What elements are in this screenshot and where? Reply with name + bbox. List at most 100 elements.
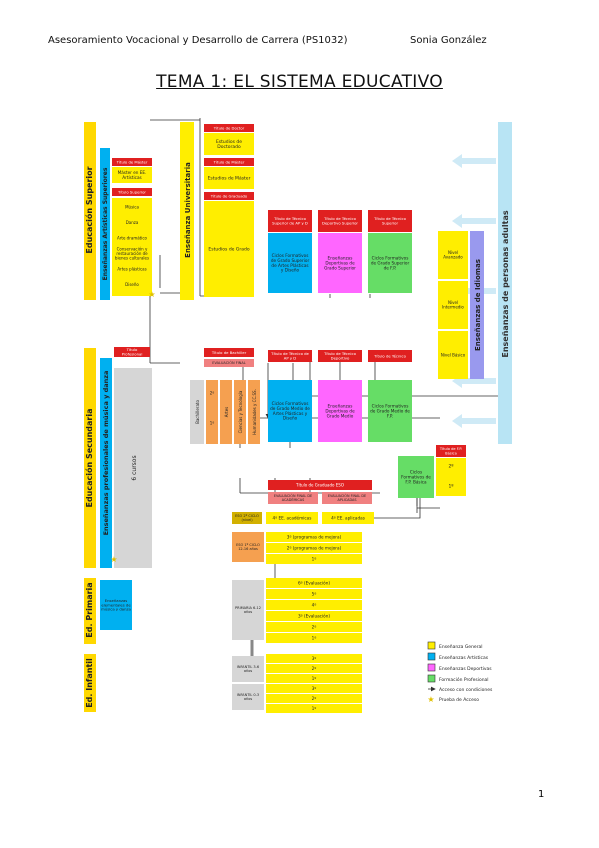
tm-deportivo-box [318,350,362,362]
stage-label-secundaria: Educación Secundaria [84,408,94,507]
inf1-curso-1-box [266,694,362,703]
titulo-profesional-box [114,347,150,357]
legend-label-0: Enseñanza General [439,644,483,650]
adults-arrow [452,214,496,228]
titulo-fpb-box [436,445,466,457]
bach-mod-0: Bachillerato [195,400,200,424]
titulo-bachiller-text: Título de Bachiller [211,350,247,355]
inf1-curso-0-text: 3º [312,686,317,691]
prim-curso-4-box [266,622,362,632]
titulo-fpb-text: Título de F.P.Básica [439,447,462,455]
prof-musica-label: Enseñanzas profesionales de música y dan… [102,371,110,536]
bach-curso-1: 1º [210,420,215,425]
fpb-curso-2: 2º [449,464,454,470]
eso-side-box [232,512,262,524]
prim-curso-3-box [266,611,362,621]
master-art-box [112,167,152,183]
tm-fp-box [368,350,412,362]
adults-arrow [452,374,496,388]
legend-label-3: Formación Profesional [439,676,489,683]
prim-curso-5-box [266,633,362,643]
bach-cursos [206,380,218,444]
lang-intermedio-box [438,281,468,329]
legend-swatch-2 [427,663,436,672]
header-author: Sonia González [410,35,487,46]
legend-prueba: Prueba de Acceso [439,697,479,703]
inf-segundo-box [232,656,264,682]
adults-bar [498,122,512,444]
prim-curso-4-text: 2º [312,624,317,629]
titulo-graduado-box [204,192,254,200]
artisticas-bar [100,148,110,300]
master-box [204,167,254,189]
prim-curso-3-text: 3º (Evaluación) [298,613,330,618]
stage-label-primaria: Ed. Primaria [85,582,94,637]
arte-0: Música [125,204,139,209]
stage-bar-superior [84,122,96,300]
prim-curso-2-box [266,600,362,610]
titulo-graduado-text: Título de Graduado [210,193,248,198]
titulo-graduado-eso-text: Título de Graduado ESO [295,482,344,487]
prim-curso-1-text: 5º [312,591,317,596]
stage-bar-infantil [84,654,96,712]
artes-box [112,198,152,296]
prim-prof-box [100,580,132,630]
seis-cursos-bar [114,368,152,568]
titulo-bachiller-box [204,348,254,357]
stage-bar-primaria [84,578,96,644]
inf2-curso-1-text: 2º [312,666,317,671]
doctorado-box [204,133,254,155]
titulo-superior-box [112,188,152,196]
stage-label-infantil: Ed. Infantil [85,658,94,708]
evaluacion-bach-text: EVALUACIÓN FINAL [212,360,245,365]
legend-acceso: Acceso con condiciones [439,687,493,693]
inf-primero-box [232,684,264,710]
prim-curso-0-text: 6º (Evaluación) [298,580,330,585]
languages-bar [470,231,484,379]
fpb-curso-1: 1º [449,484,454,490]
eso-1-text: 1º [312,556,317,561]
adults-arrow [452,154,496,168]
prim-curso-2-text: 4º [312,602,317,607]
arte-4: Artes plásticas [117,266,146,271]
eso-3-box [266,532,362,542]
arte-2: Arte dramático [117,235,148,240]
lang-avanzado-box [438,231,468,279]
eso-1ciclo-box [232,532,264,562]
eso-side-text: ESO 2º CICLO(nivel) [235,514,259,522]
titulo-master-art-box [112,158,152,166]
master-art-text: Máster en EE.Artísticas [118,170,147,180]
inf2-curso-2-box [266,674,362,683]
eso-4-academicas-box [266,512,318,524]
grado-box [204,201,254,297]
prim-curso-5-text: 1º [312,635,317,640]
legend-swatch-3 [427,674,436,683]
titulo-doctor-box [204,124,254,132]
bach-humanidades [248,380,260,444]
bach-ciencias [234,380,246,444]
eso-4-academicas-text: 4º EE. académicas [273,515,312,520]
legend-label-2: Enseñanzas Deportivas [439,666,492,672]
inf2-curso-1-box [266,664,362,673]
seis-cursos-label: 6 cursos [131,455,138,480]
eso-2-text: 2º (programas de mejora) [287,545,342,550]
stage-label-superior: Educación Superior [84,166,94,253]
eval-academicas-box [268,492,318,504]
prim-curso-0-box [266,578,362,588]
universitaria-label: Enseñanza Universitaria [184,162,192,258]
cf-fp-sup-box [368,233,412,293]
